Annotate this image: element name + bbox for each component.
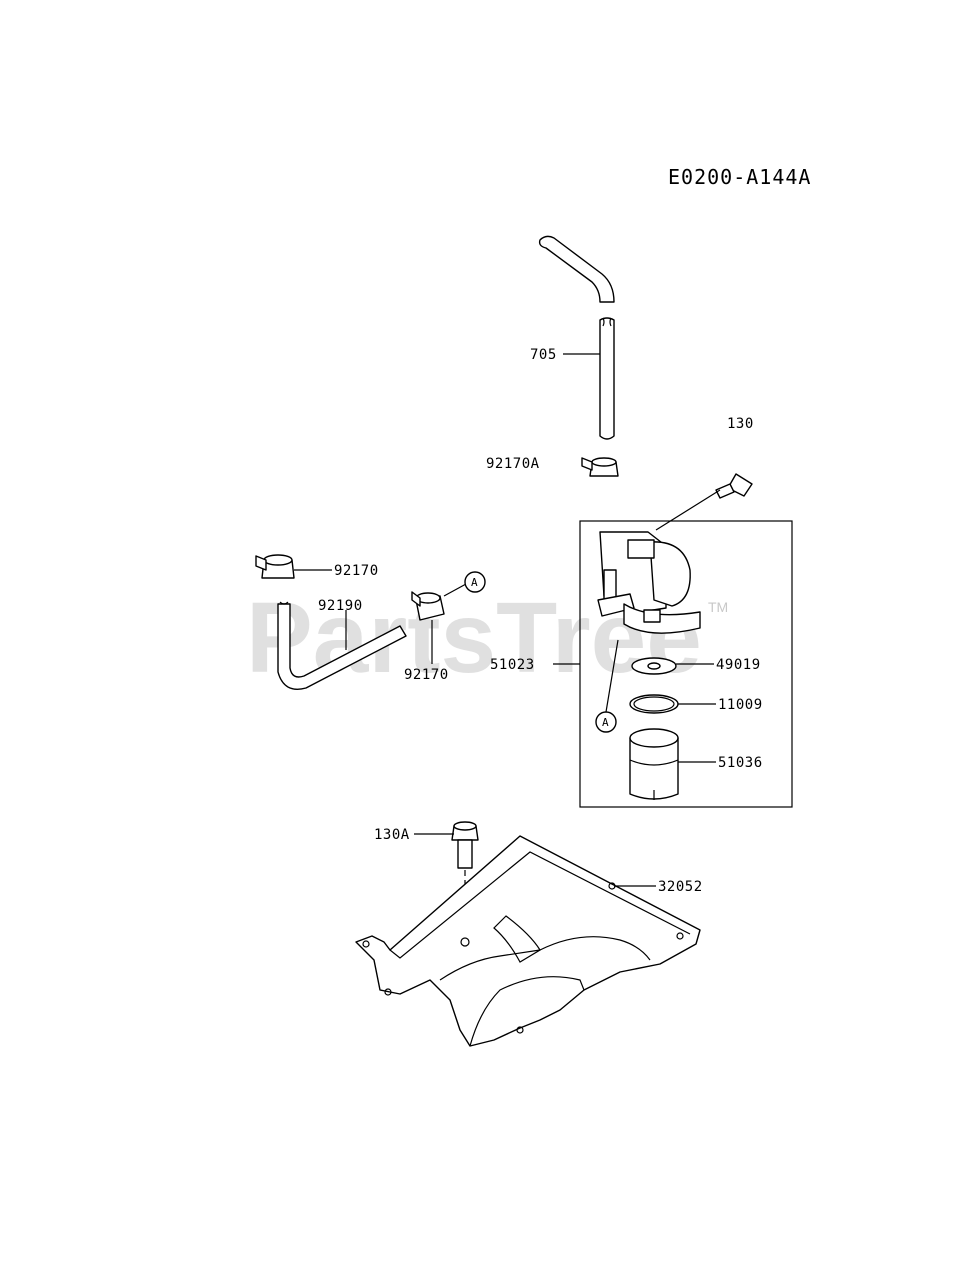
label-49019[interactable]: 49019	[716, 657, 761, 673]
label-92170-mid[interactable]: 92170	[404, 667, 449, 683]
label-32052[interactable]: 32052	[658, 879, 703, 895]
label-130A[interactable]: 130A	[374, 827, 410, 843]
label-51023[interactable]: 51023	[490, 657, 535, 673]
ref-circle-a-mid	[464, 571, 486, 593]
ref-circle-a-box	[595, 711, 617, 733]
hose-clamp-92170A[interactable]	[581, 457, 619, 477]
label-130[interactable]: 130	[727, 416, 754, 432]
fuel-cup-51036[interactable]	[629, 728, 679, 800]
hose-clamp-92170-mid[interactable]	[411, 591, 445, 621]
ref-a-box: A	[602, 716, 609, 729]
label-51036[interactable]: 51036	[718, 755, 763, 771]
fuel-hose-705[interactable]	[538, 235, 615, 440]
label-92170A[interactable]: 92170A	[486, 456, 540, 472]
diagram-code: E0200-A144A	[668, 165, 811, 189]
label-11009[interactable]: 11009	[718, 697, 763, 713]
ref-line-a-box	[605, 639, 619, 713]
label-92170-left[interactable]: 92170	[334, 563, 379, 579]
label-92190[interactable]: 92190	[318, 598, 363, 614]
label-705[interactable]: 705	[530, 347, 557, 363]
bolt-130[interactable]	[655, 473, 753, 531]
bracket-32052[interactable]	[355, 835, 701, 1047]
o-ring-11009[interactable]	[629, 694, 679, 714]
watermark-tm: TM	[708, 599, 728, 615]
gasket-49019[interactable]	[631, 657, 677, 675]
hose-clamp-92170-left[interactable]	[255, 554, 295, 579]
fuel-cock-51023[interactable]	[597, 531, 701, 634]
fuel-hose-92190[interactable]	[277, 601, 407, 690]
ref-a-mid: A	[471, 576, 478, 589]
ref-line-a-mid	[443, 583, 467, 597]
